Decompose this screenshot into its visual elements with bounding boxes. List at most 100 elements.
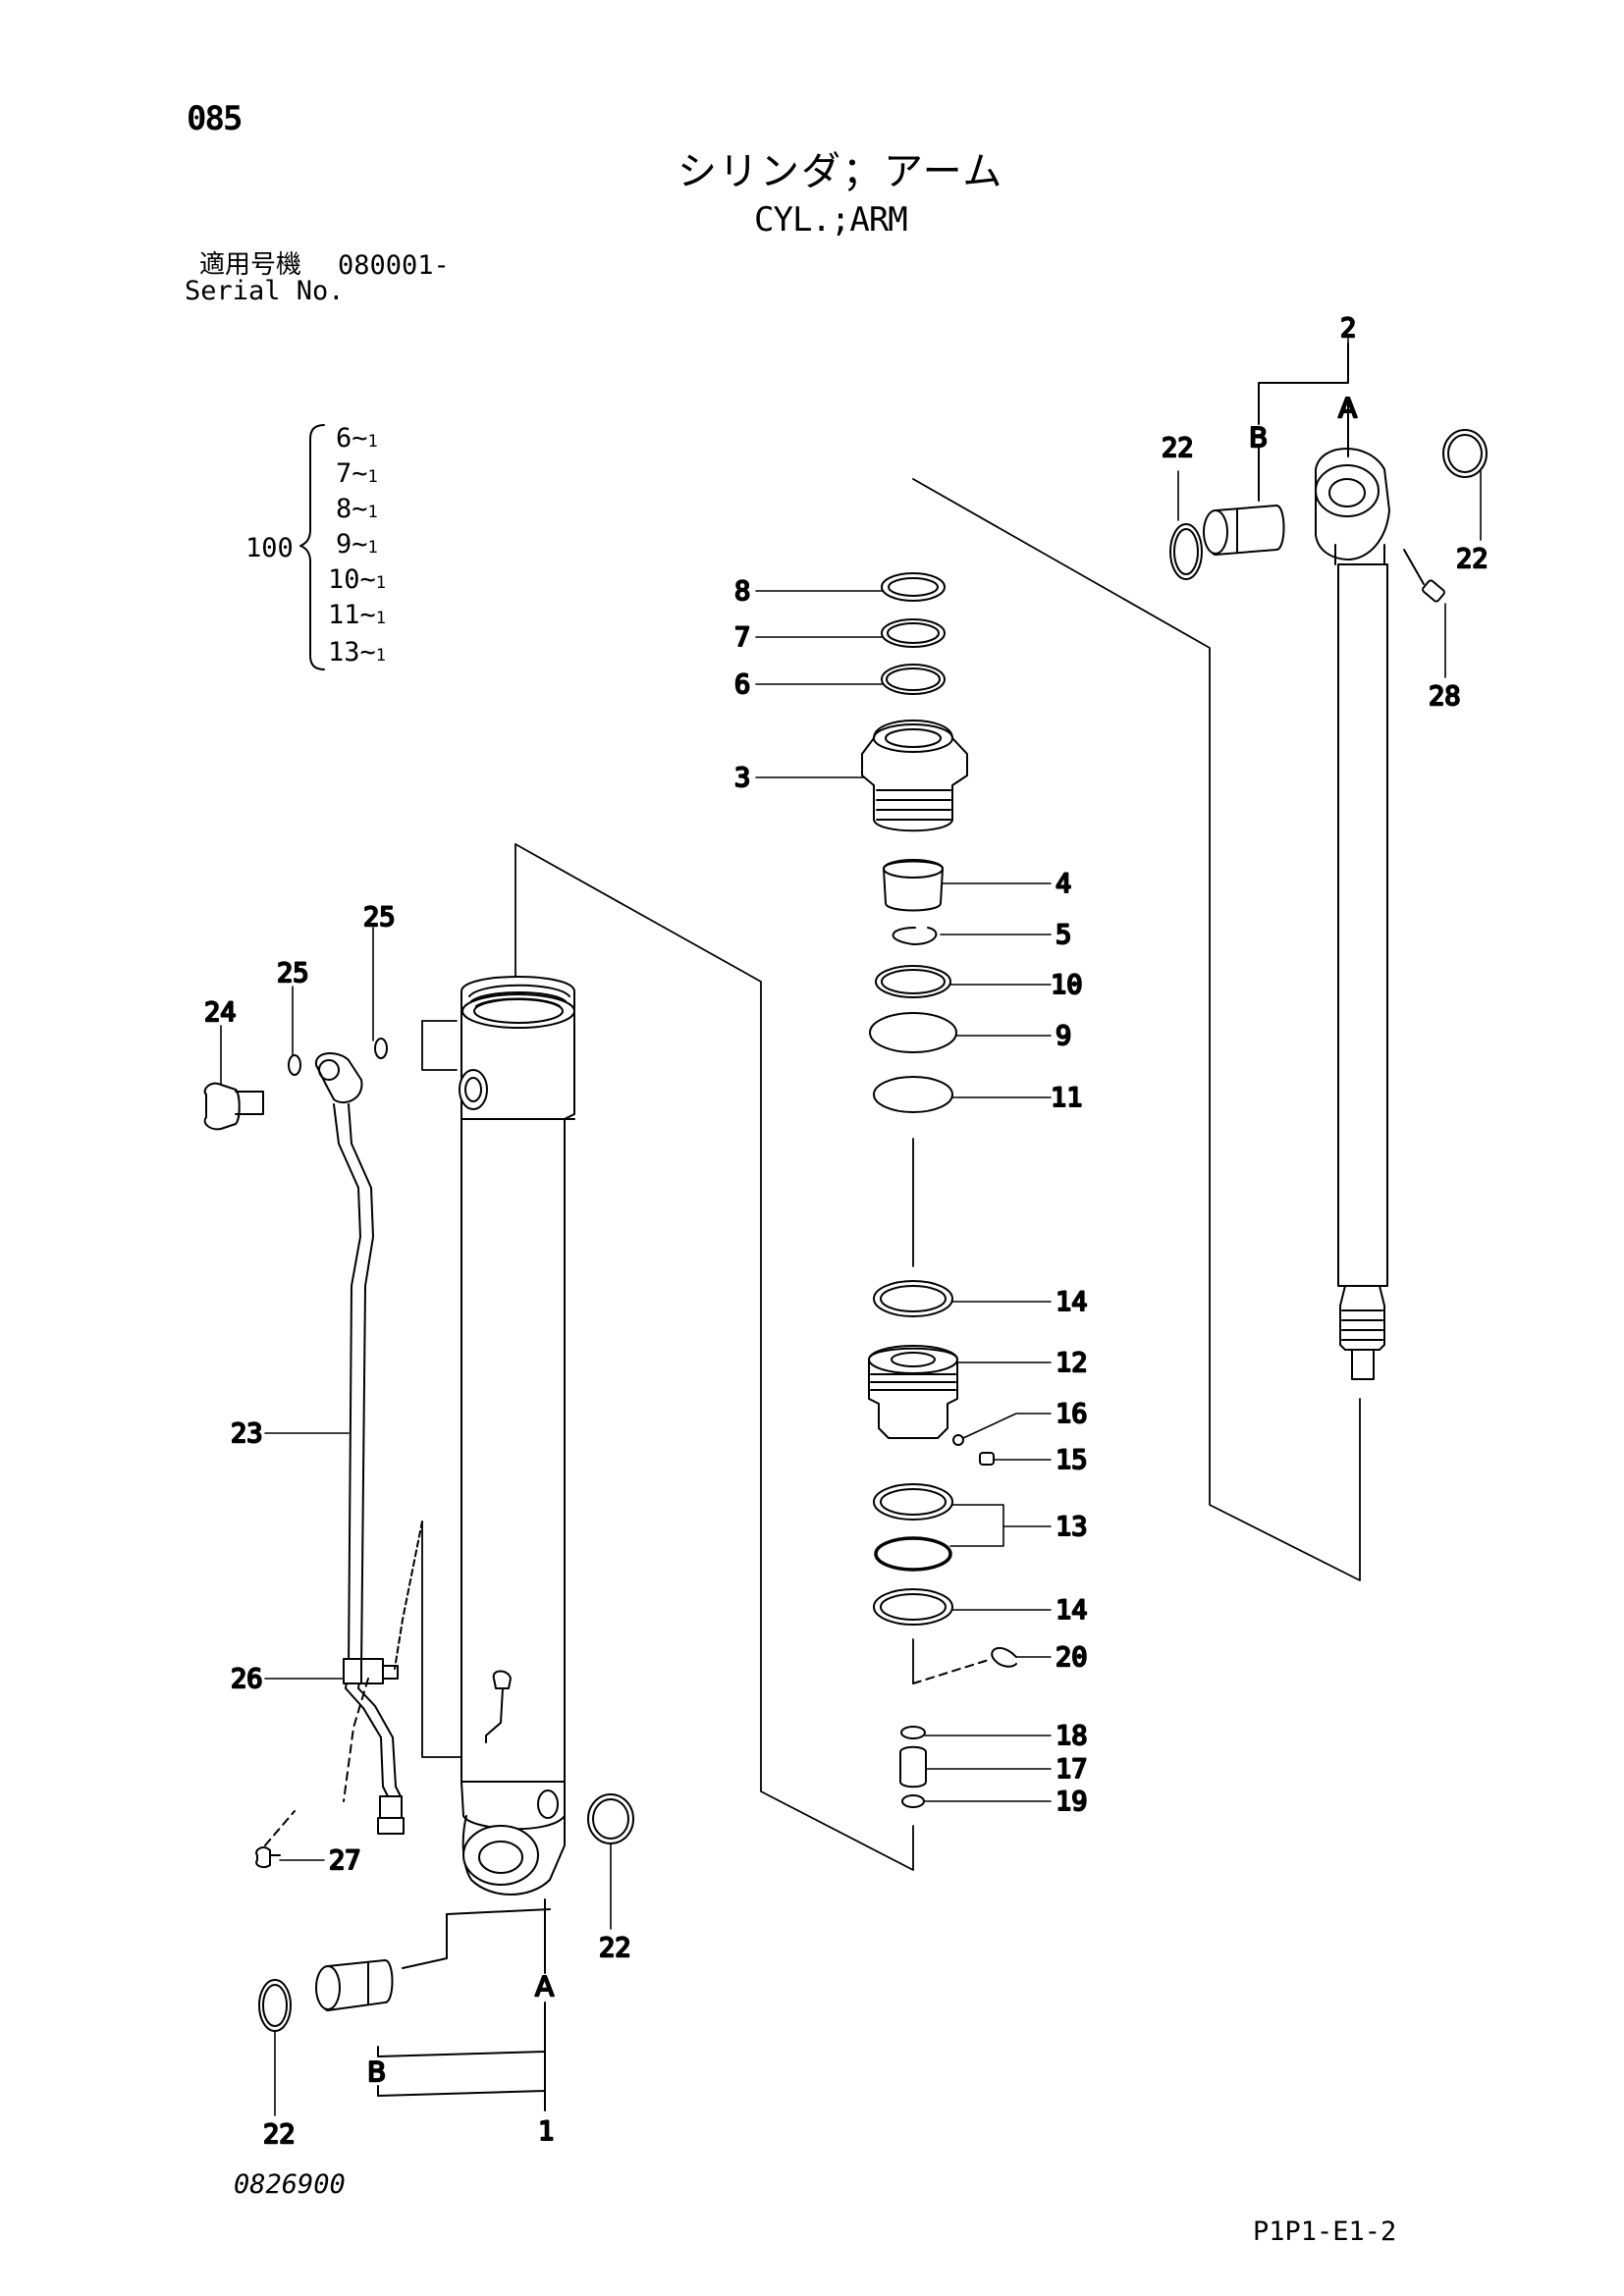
pipe-dashed-line — [394, 1521, 423, 1670]
callout-12: 12 — [1056, 1348, 1088, 1378]
part-7-ring-inner — [887, 622, 940, 644]
callout-2: 2 — [1340, 313, 1356, 344]
page-title-english: CYL.;ARM — [754, 200, 908, 240]
part-6-ring-inner — [886, 667, 941, 691]
part-13-ring-upper — [873, 1483, 953, 1521]
cylinder-tube — [459, 976, 575, 1896]
kit-item: 7~1 — [336, 458, 378, 489]
callout-8: 8 — [734, 576, 750, 607]
snap-ring — [892, 927, 938, 945]
callout-27: 27 — [329, 1845, 361, 1876]
part-14-ring-bottom-inner — [880, 1593, 947, 1621]
callout-10: 10 — [1051, 970, 1083, 1000]
part-8-ring — [881, 572, 946, 602]
top-right-seal — [1442, 429, 1488, 478]
top-bushing — [1203, 505, 1285, 556]
kit-item: 13~1 — [328, 637, 387, 667]
kit-item: 8~1 — [336, 494, 378, 524]
bottom-bushing — [315, 1959, 394, 2011]
grease-nipple — [1403, 549, 1445, 603]
retaining-ring — [991, 1646, 1017, 1668]
part-13-ring-lower — [874, 1536, 952, 1572]
callout-22-top-right: 22 — [1456, 544, 1489, 574]
serial-number-range: 080001- — [338, 250, 450, 281]
kit-item: 6~1 — [336, 423, 378, 454]
callout-14-top: 14 — [1056, 1287, 1088, 1317]
part-14-ring-top — [873, 1280, 953, 1317]
callout-1: 1 — [538, 2116, 554, 2147]
part-18-ring — [900, 1726, 926, 1739]
callout-14-bottom: 14 — [1056, 1595, 1088, 1626]
callout-5: 5 — [1056, 920, 1071, 950]
top-ab-leader — [1258, 343, 1349, 502]
exploded-view-lines — [421, 478, 1385, 1871]
rod-bushing — [883, 860, 944, 912]
bottom-left-seal — [258, 1979, 292, 2032]
callout-9: 9 — [1056, 1021, 1071, 1051]
kit-brace — [299, 424, 325, 670]
part-8-ring-inner — [888, 577, 939, 597]
part-17-sleeve — [899, 1745, 927, 1789]
leader-lines — [220, 338, 1482, 2116]
bottom-ab-leader — [377, 1898, 551, 2111]
callout-13: 13 — [1056, 1512, 1088, 1542]
washer-right — [374, 1038, 388, 1059]
callout-17: 17 — [1056, 1754, 1088, 1785]
part-11-ring — [873, 1076, 953, 1113]
part-7-ring — [881, 618, 946, 648]
page-code: P1P1-E1-2 — [1253, 2216, 1397, 2247]
washer-left — [288, 1054, 301, 1076]
top-left-seal-inner — [1173, 528, 1199, 575]
pipe-assembly — [314, 1052, 405, 1835]
steel-ball — [952, 1434, 964, 1446]
callout-20: 20 — [1056, 1642, 1088, 1673]
bottom-right-seal-inner — [592, 1798, 629, 1840]
callout-22-top-left: 22 — [1162, 433, 1194, 463]
part-9-ring — [869, 1012, 957, 1053]
page-number: 085 — [187, 99, 243, 138]
set-screw — [979, 1452, 995, 1466]
part-14-ring-bottom — [873, 1588, 953, 1626]
ring-dashed-line — [912, 1658, 993, 1684]
piston-rod — [1315, 448, 1390, 1380]
callout-25-right: 25 — [363, 902, 396, 933]
callout-25-left: 25 — [277, 958, 309, 988]
top-left-seal — [1169, 523, 1203, 580]
rod-cover — [861, 720, 968, 832]
callout-3: 3 — [734, 763, 750, 793]
serial-label-japanese: 適用号機 — [199, 250, 302, 280]
bottom-left-seal-inner — [262, 1984, 288, 2027]
section-b-top: B — [1249, 421, 1268, 454]
rod-bushing-top — [883, 859, 944, 879]
serial-label-english: Serial No. — [185, 276, 345, 306]
clamp-dashed-lines — [264, 1678, 369, 1846]
callout-26: 26 — [231, 1664, 263, 1694]
callout-28: 28 — [1429, 681, 1461, 712]
clamp-bolt — [255, 1846, 271, 1869]
piston — [868, 1345, 958, 1439]
callout-19: 19 — [1056, 1787, 1088, 1817]
part-13-ring-upper-inner — [880, 1488, 947, 1516]
banjo-bolt — [203, 1082, 264, 1131]
callout-11: 11 — [1051, 1083, 1083, 1113]
callout-15: 15 — [1056, 1445, 1088, 1475]
part-10-ring-inner — [881, 969, 946, 994]
callout-24: 24 — [204, 997, 237, 1028]
page-title-japanese: シリンダ；アーム — [677, 149, 1004, 194]
kit-item: 9~1 — [336, 529, 378, 560]
kit-number: 100 — [245, 533, 294, 563]
callout-6: 6 — [734, 669, 750, 700]
part-14-ring-top-inner — [880, 1285, 947, 1312]
drawing-number: 0826900 — [234, 2169, 346, 2200]
bottom-right-seal — [587, 1793, 634, 1844]
section-a-bottom: A — [535, 1970, 554, 2002]
top-right-seal-inner — [1447, 434, 1483, 473]
callout-22-bottom-left: 22 — [263, 2119, 296, 2150]
part-6-ring — [881, 664, 946, 695]
kit-item: 10~1 — [328, 564, 387, 595]
part-10-ring — [875, 965, 951, 998]
callout-18: 18 — [1056, 1721, 1088, 1751]
section-a-top: A — [1338, 392, 1357, 424]
callout-7: 7 — [734, 622, 750, 653]
